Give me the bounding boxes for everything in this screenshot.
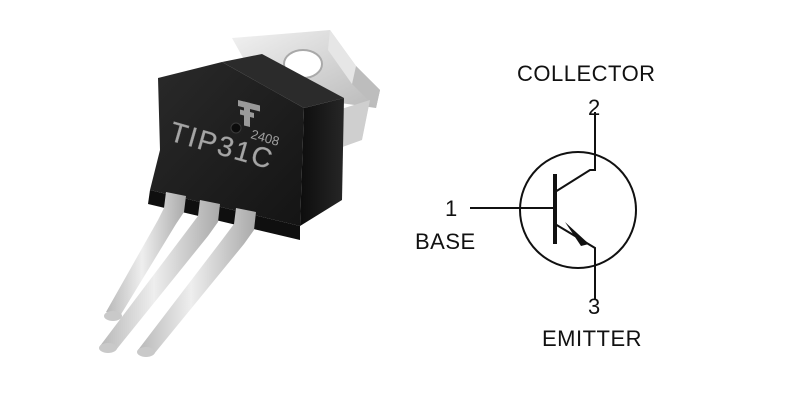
package-body (148, 54, 344, 240)
npn-transistor-symbol (470, 112, 637, 300)
collector-lead (554, 112, 596, 193)
base-pin-number: 1 (445, 196, 458, 221)
base-label: BASE (415, 229, 476, 254)
orientation-dimple (230, 122, 242, 134)
lead-pin-1 (104, 192, 186, 321)
emitter-label: EMITTER (542, 326, 643, 351)
fairchild-f-logo (238, 100, 260, 127)
emitter-lead (554, 223, 596, 300)
emitter-arrow-icon (565, 222, 589, 246)
transistor-envelope (519, 151, 637, 269)
npn-schematic: COLLECTOR 2 1 BASE 3 EMITTER (405, 0, 800, 400)
emitter-pin-number: 3 (588, 294, 601, 319)
lead-pin-2 (99, 200, 220, 353)
lead-pin-3 (137, 208, 256, 357)
collector-pin-number: 2 (588, 95, 601, 120)
collector-label: COLLECTOR (517, 61, 656, 86)
to220-package-illustration: 2408 TIP31C (99, 30, 380, 357)
transistor-photo: 2408 TIP31C (99, 30, 380, 357)
